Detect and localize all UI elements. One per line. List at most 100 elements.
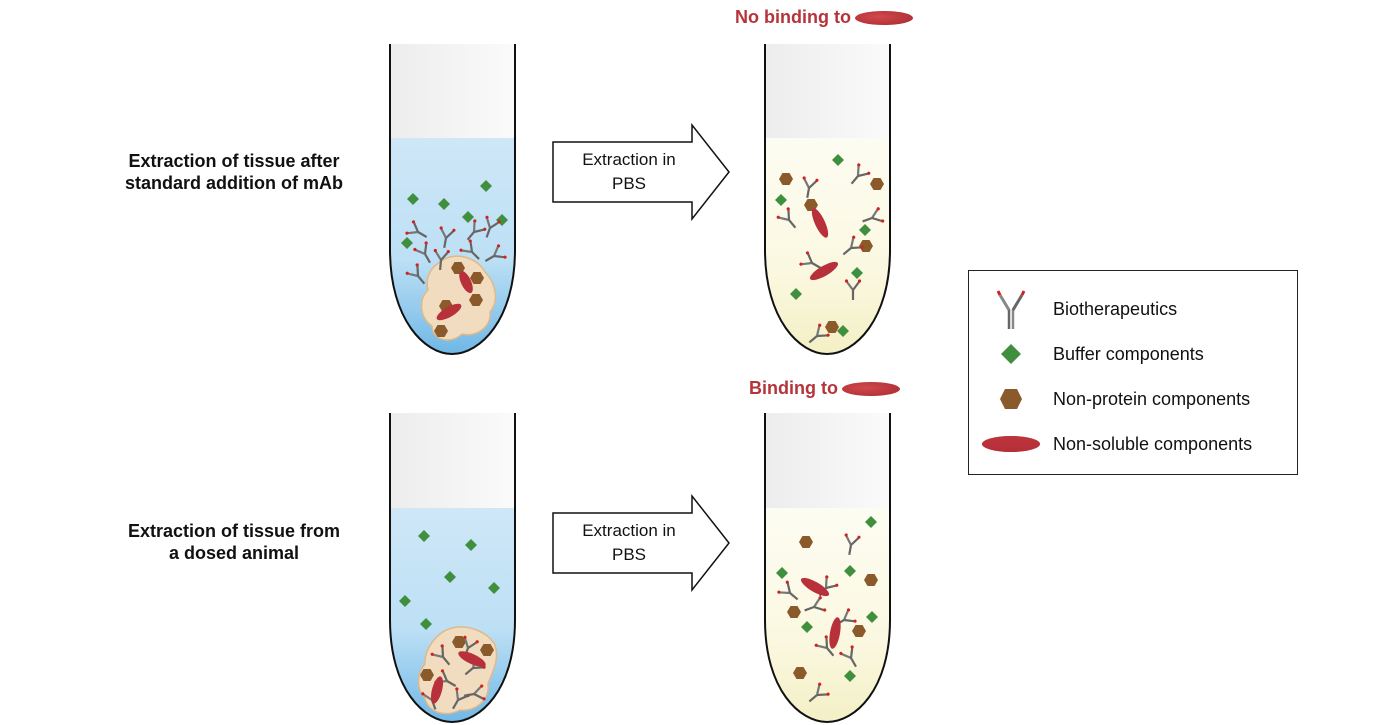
heading-text: No binding to bbox=[735, 7, 851, 27]
antibody bbox=[839, 645, 857, 668]
legend-label: Biotherapeutics bbox=[1053, 298, 1178, 319]
buffer-component-diamond bbox=[438, 198, 450, 210]
row-label-line: a dosed animal bbox=[168, 543, 300, 563]
antibody bbox=[814, 635, 835, 657]
non-soluble-oval-icon bbox=[854, 10, 913, 25]
antibody bbox=[413, 241, 431, 264]
non-protein-hexagon bbox=[480, 644, 494, 656]
antibody bbox=[808, 323, 830, 344]
buffer-component-diamond bbox=[851, 267, 863, 279]
legend-item-non-protein: Non-protein components bbox=[969, 379, 1297, 419]
non-soluble-oval-icon bbox=[841, 381, 900, 396]
buffer-component-diamond bbox=[859, 224, 871, 236]
buffer-component-diamond bbox=[865, 516, 877, 528]
row-label-line: Extraction of tissue after bbox=[128, 151, 340, 171]
buffer-component-diamond bbox=[844, 565, 856, 577]
non-protein-hexagon bbox=[864, 574, 878, 586]
legend-label: Non-soluble components bbox=[1053, 433, 1253, 454]
antibody bbox=[776, 207, 797, 229]
brown-hexagon-icon bbox=[969, 388, 1053, 410]
antibody bbox=[777, 580, 799, 601]
non-protein-hexagon bbox=[420, 669, 434, 681]
buffer-component-diamond bbox=[407, 193, 419, 205]
buffer-component-diamond bbox=[844, 670, 856, 682]
non-protein-hexagon bbox=[852, 625, 866, 637]
non-soluble-oval bbox=[809, 261, 839, 281]
antibody bbox=[405, 220, 428, 238]
buffer-component-diamond bbox=[801, 621, 813, 633]
buffer-component-diamond bbox=[832, 154, 844, 166]
tube-standard-addition-after bbox=[764, 44, 891, 356]
non-protein-hexagon bbox=[470, 272, 484, 284]
antibody bbox=[808, 682, 830, 703]
row-label-standard-addition: Extraction of tissue after standard addi… bbox=[94, 150, 374, 194]
legend: Biotherapeutics Buffer components Non-pr… bbox=[968, 270, 1298, 475]
antibody bbox=[463, 684, 486, 701]
tube-dosed-animal-after bbox=[764, 413, 891, 724]
green-diamond-icon bbox=[969, 343, 1053, 365]
row-label-dosed-animal: Extraction of tissue from a dosed animal bbox=[94, 520, 374, 564]
antibody bbox=[430, 644, 451, 666]
antibody bbox=[799, 251, 822, 269]
extraction-arrow-top bbox=[552, 122, 730, 222]
buffer-component-diamond bbox=[837, 325, 849, 337]
non-soluble-oval bbox=[459, 270, 473, 294]
non-soluble-oval bbox=[436, 303, 462, 321]
arrow-label-bottom: Extraction in PBS bbox=[554, 519, 704, 567]
tube-standard-addition-before bbox=[389, 44, 516, 356]
arrow-label-line: PBS bbox=[611, 174, 647, 193]
arrow-label-line: PBS bbox=[611, 545, 647, 564]
non-protein-hexagon bbox=[469, 294, 483, 306]
antibody bbox=[439, 226, 456, 249]
non-protein-hexagon bbox=[452, 636, 466, 648]
buffer-component-diamond bbox=[790, 288, 802, 300]
non-protein-hexagon bbox=[804, 199, 818, 211]
row-label-line: Extraction of tissue from bbox=[127, 521, 341, 541]
result-heading-no-binding: No binding to bbox=[735, 7, 913, 28]
non-protein-hexagon bbox=[434, 325, 448, 337]
arrow-label-line: Extraction in bbox=[582, 521, 676, 540]
antibody bbox=[844, 279, 862, 300]
non-soluble-oval bbox=[811, 208, 829, 238]
non-protein-hexagon bbox=[779, 173, 793, 185]
non-soluble-oval bbox=[829, 617, 841, 649]
row-label-line: standard addition of mAb bbox=[125, 173, 343, 193]
buffer-component-diamond bbox=[480, 180, 492, 192]
buffer-component-diamond bbox=[866, 611, 878, 623]
tube-dosed-animal-before bbox=[389, 413, 516, 724]
antibody bbox=[459, 239, 480, 260]
non-soluble-oval bbox=[800, 577, 830, 597]
buffer-component-diamond bbox=[401, 237, 413, 249]
antibody bbox=[484, 244, 507, 262]
antibody bbox=[405, 263, 426, 285]
heading-text: Binding to bbox=[749, 378, 838, 398]
non-soluble-oval bbox=[430, 676, 444, 704]
antibody bbox=[850, 163, 871, 185]
antibody bbox=[485, 215, 501, 238]
antibody bbox=[804, 596, 827, 612]
antibody bbox=[466, 219, 487, 241]
non-protein-hexagon bbox=[825, 321, 839, 333]
antibody bbox=[842, 235, 864, 256]
antibody bbox=[844, 533, 861, 556]
antibody bbox=[433, 248, 450, 271]
antibody bbox=[802, 176, 819, 199]
buffer-component-diamond bbox=[465, 539, 477, 551]
buffer-component-diamond bbox=[444, 571, 456, 583]
buffer-component-diamond bbox=[488, 582, 500, 594]
red-oval-icon bbox=[969, 435, 1053, 453]
buffer-component-diamond bbox=[462, 211, 474, 223]
non-protein-hexagon bbox=[793, 667, 807, 679]
arrow-label-line: Extraction in bbox=[582, 150, 676, 169]
arrow-label-top: Extraction in PBS bbox=[554, 148, 704, 196]
antibody bbox=[862, 207, 885, 223]
result-heading-binding: Binding to bbox=[749, 378, 900, 399]
non-soluble-oval bbox=[458, 651, 486, 667]
antibody-icon bbox=[969, 287, 1053, 331]
legend-item-biotherapeutics: Biotherapeutics bbox=[969, 289, 1297, 329]
non-protein-hexagon bbox=[870, 178, 884, 190]
non-protein-hexagon bbox=[859, 240, 873, 252]
buffer-component-diamond bbox=[420, 618, 432, 630]
legend-label: Buffer components bbox=[1053, 343, 1204, 364]
